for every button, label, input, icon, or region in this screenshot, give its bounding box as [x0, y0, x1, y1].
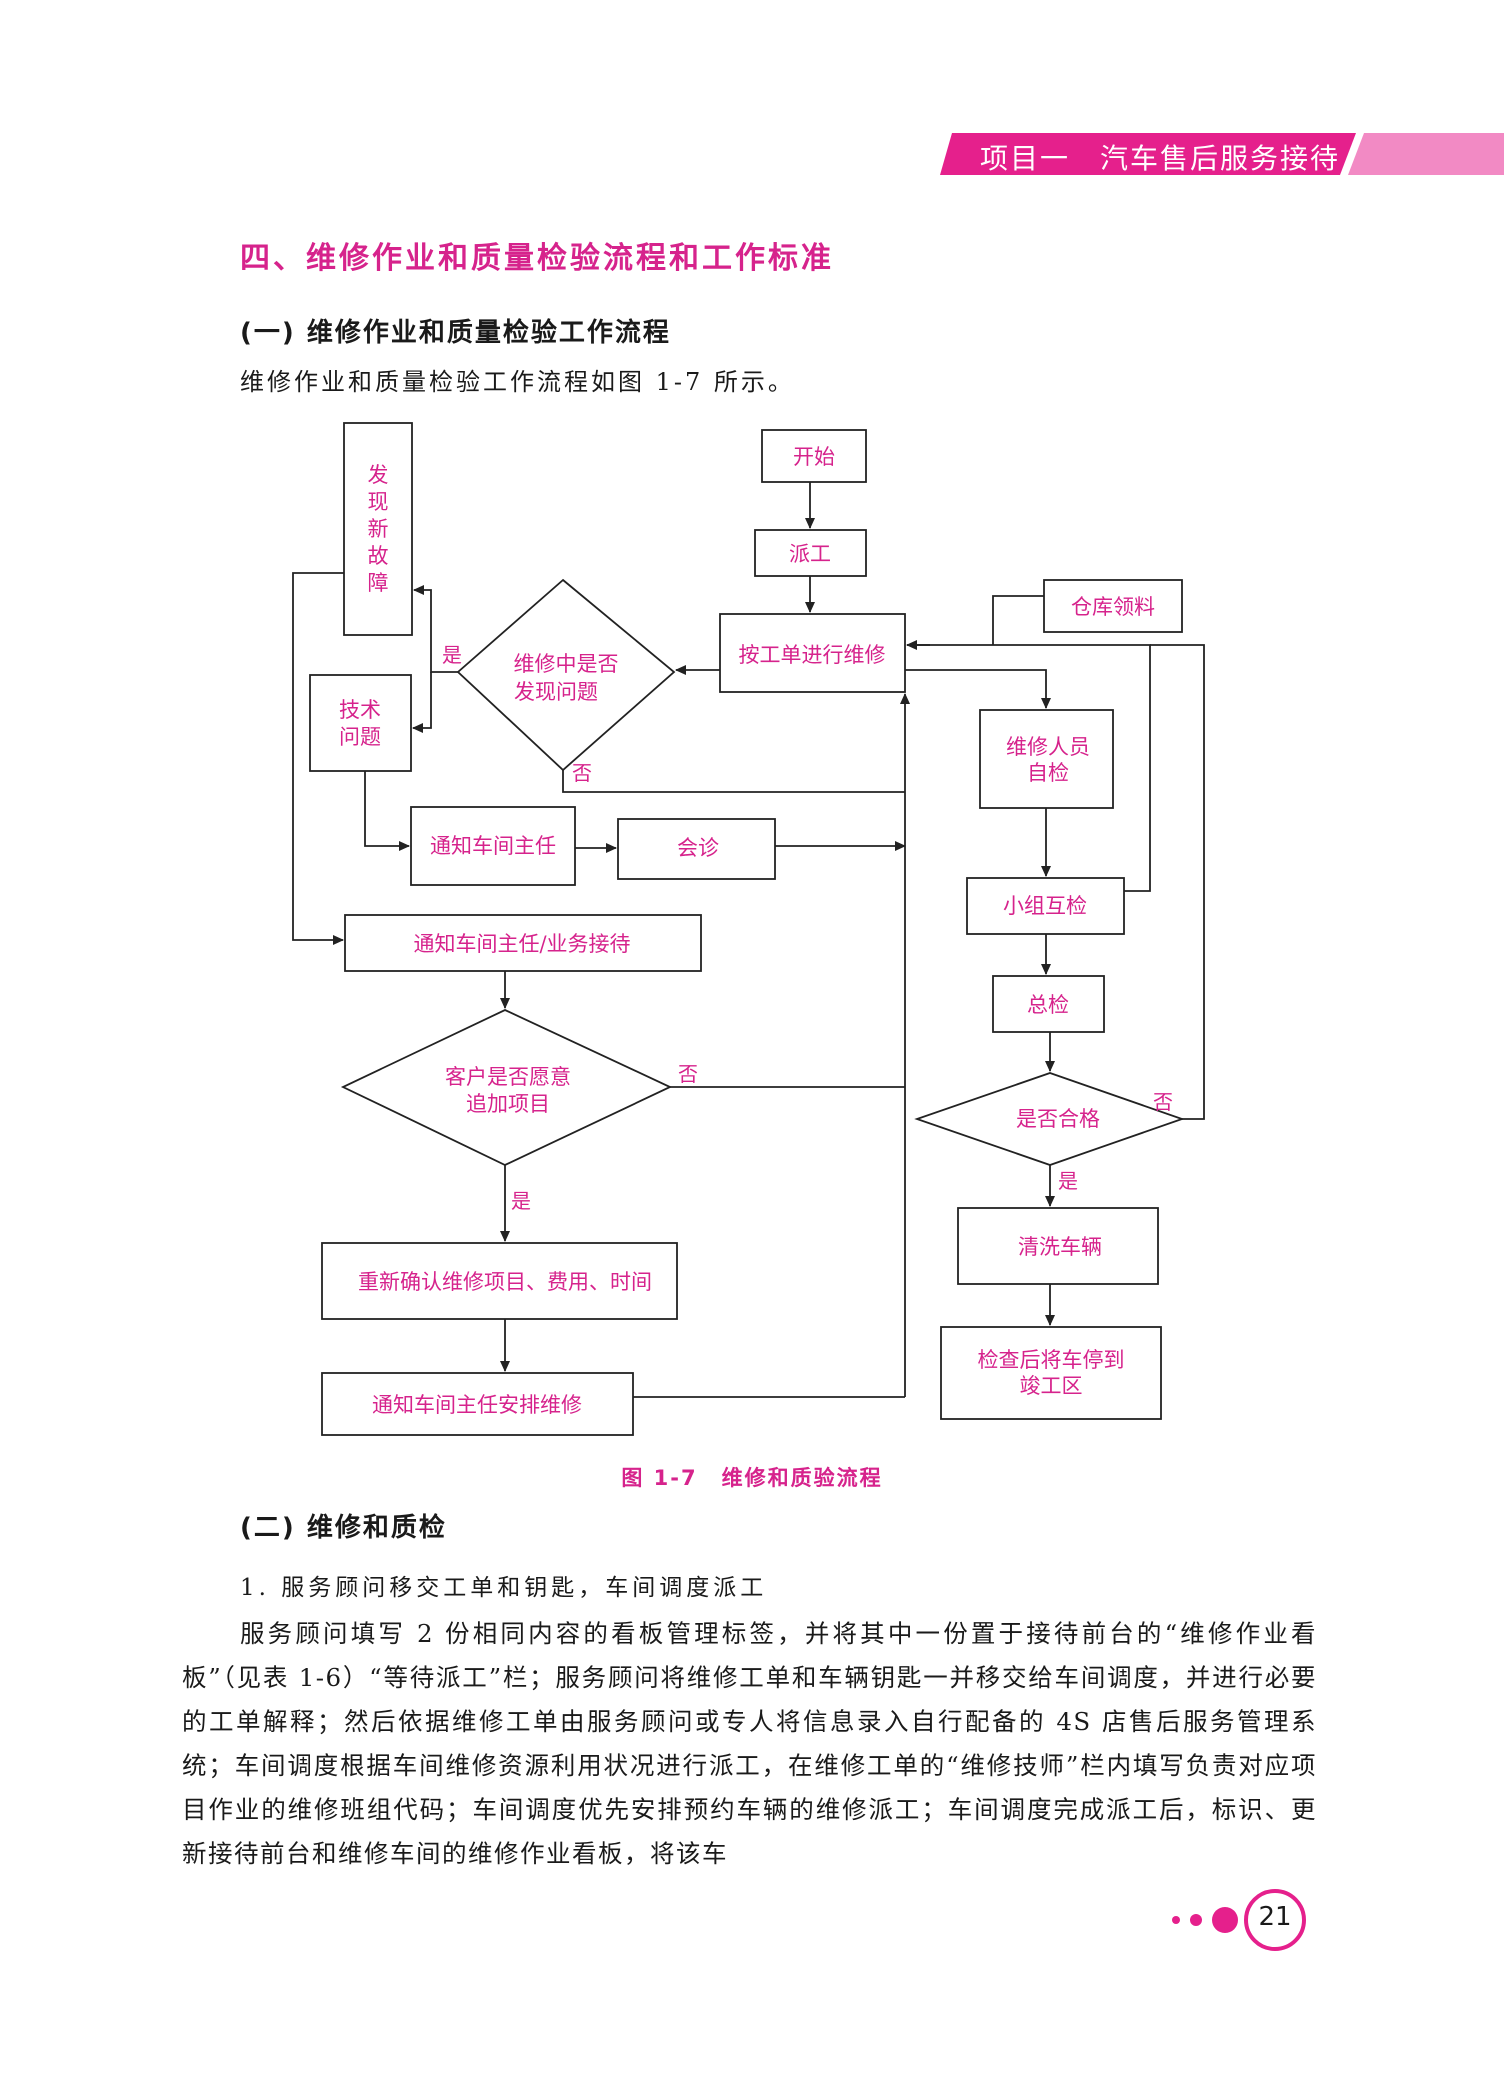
park-label-1: 检查后将车停到: [978, 1348, 1125, 1372]
page-dot-small: [1172, 1916, 1180, 1924]
self-check-label-1: 维修人员: [1006, 735, 1090, 759]
self-check-box: [979, 709, 1114, 809]
new-fault-box: [343, 422, 413, 636]
start-label: 开始: [793, 445, 835, 469]
new-fault-label-4: 故: [368, 544, 389, 568]
page-dot-medium: [1190, 1914, 1202, 1926]
dispatch-label: 派工: [789, 542, 831, 566]
issue-label-1: 维修中是否: [514, 652, 619, 676]
tech-issue-label-1: 技术: [339, 698, 381, 722]
flowchart: 开始 派工 按工单进行维修 仓库领料 维修中是否 发现问题 发 现 新 故 障 …: [292, 422, 1205, 1436]
wash-label: 清洗车辆: [1018, 1235, 1102, 1259]
qualified-no-label: 否: [1153, 1090, 1173, 1114]
customer-label-1: 客户是否愿意: [445, 1065, 571, 1089]
issue-label-2: 发现问题: [514, 680, 598, 704]
notify-arrange-box: [321, 1372, 634, 1436]
figure-number: 图 1-7: [621, 1466, 698, 1490]
item-title: 1. 服务顾问移交工单和钥匙，车间调度派工: [240, 1575, 768, 1601]
section-title: 四、维修作业和质量检验流程和工作标准: [240, 241, 834, 276]
intro-text: 维修作业和质量检验工作流程如图 1-7 所示。: [240, 368, 795, 396]
repair-label: 按工单进行维修: [739, 643, 886, 667]
start-box: [761, 429, 867, 483]
figure-title: 维修和质验流程: [721, 1466, 883, 1490]
warehouse-label: 仓库领料: [1071, 595, 1155, 619]
subsection-title-1: (一) 维修作业和质量检验工作流程: [240, 318, 671, 348]
repair-box: [719, 613, 906, 693]
reconfirm-box: [321, 1242, 678, 1320]
notify-arrange-label: 通知车间主任安排维修: [372, 1393, 582, 1417]
reconfirm-label: 重新确认维修项目、费用、时间: [358, 1270, 652, 1294]
issue-yes-label: 是: [442, 643, 462, 667]
new-fault-label-2: 现: [368, 490, 389, 514]
peer-check-label: 小组互检: [1003, 894, 1087, 918]
park-box: [940, 1326, 1162, 1420]
self-check-label-2: 自检: [1027, 761, 1069, 785]
figure-caption: 图 1-7 维修和质验流程: [0, 1462, 1504, 1492]
wash-box: [957, 1207, 1159, 1285]
park-label-2: 竣工区: [1020, 1374, 1083, 1398]
new-fault-label-1: 发: [368, 463, 389, 487]
customer-yes-label: 是: [511, 1189, 531, 1213]
page-number-badge: [1244, 1889, 1306, 1951]
new-fault-label-5: 障: [368, 571, 389, 595]
consult-label: 会诊: [677, 836, 719, 860]
tech-issue-box: [309, 674, 412, 772]
consult-box: [617, 818, 776, 880]
header-banner: [940, 133, 1504, 175]
notify-foreman-sa-box: [344, 914, 702, 972]
issue-no-label: 否: [572, 761, 592, 785]
new-fault-label-3: 新: [368, 517, 389, 541]
qualified-label: 是否合格: [1016, 1107, 1100, 1131]
subsection-title-2: (二) 维修和质检: [240, 1513, 447, 1543]
final-check-box: [992, 975, 1105, 1033]
tech-issue-label-2: 问题: [339, 725, 381, 749]
header-title: 项目一 汽车售后服务接待: [980, 142, 1341, 175]
customer-label-2: 追加项目: [466, 1092, 550, 1116]
body-paragraph: 服务顾问填写 2 份相同内容的看板管理标签，并将其中一份置于接待前台的“维修作业…: [182, 1619, 1317, 1868]
customer-no-label: 否: [678, 1062, 698, 1086]
qualified-yes-label: 是: [1058, 1169, 1078, 1193]
notify-foreman-box: [410, 806, 576, 886]
warehouse-box: [1043, 579, 1183, 633]
page-dot-large: [1212, 1907, 1238, 1933]
notify-foreman-sa-label: 通知车间主任/业务接待: [413, 932, 630, 956]
final-check-label: 总检: [1027, 993, 1069, 1017]
notify-foreman-label: 通知车间主任: [430, 834, 556, 858]
page-number: 21: [1258, 1902, 1292, 1932]
